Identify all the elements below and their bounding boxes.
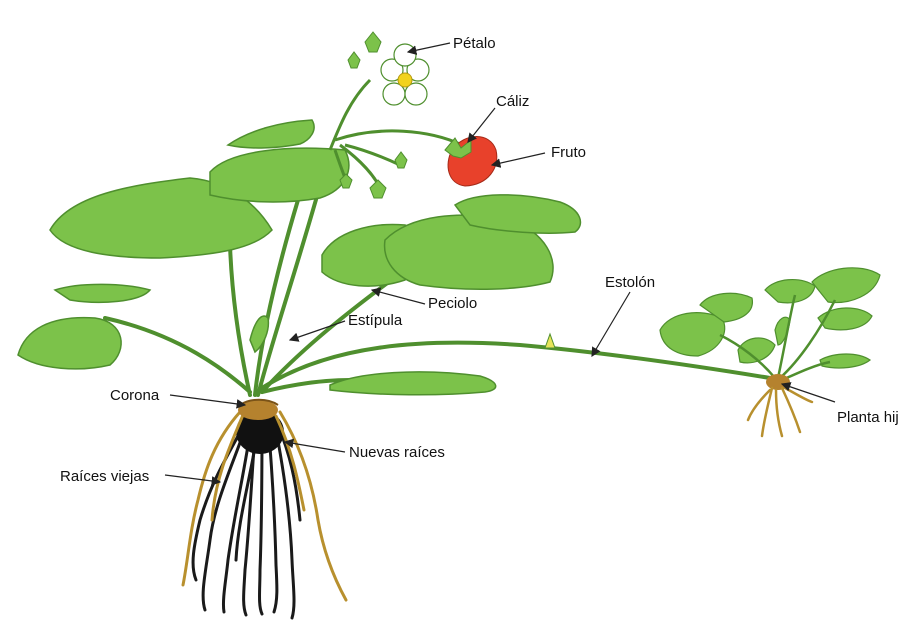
leaf-left-top: [55, 284, 150, 302]
leaf-left-lower: [18, 318, 121, 369]
label-nuevas-raices: Nuevas raíces: [349, 444, 445, 461]
label-planta-hija: Planta hij: [837, 409, 899, 426]
leaf-upper-middle: [210, 148, 349, 202]
stolon-bud: [545, 334, 555, 348]
label-petalo: Pétalo: [453, 35, 496, 52]
label-corona: Corona: [110, 387, 160, 404]
leaf-lower-long: [330, 372, 496, 395]
fruit: [445, 137, 497, 187]
leaf-stipule: [250, 316, 268, 352]
label-estipula: Estípula: [348, 312, 403, 329]
label-raices-viejas: Raíces viejas: [60, 468, 149, 485]
flower: [381, 44, 429, 105]
crown: [238, 400, 278, 420]
label-estolon: Estolón: [605, 274, 655, 291]
label-fruto: Fruto: [551, 144, 586, 161]
label-peciolo: Peciolo: [428, 295, 477, 312]
leaf-top-narrow: [228, 120, 314, 148]
label-caliz: Cáliz: [496, 93, 529, 110]
